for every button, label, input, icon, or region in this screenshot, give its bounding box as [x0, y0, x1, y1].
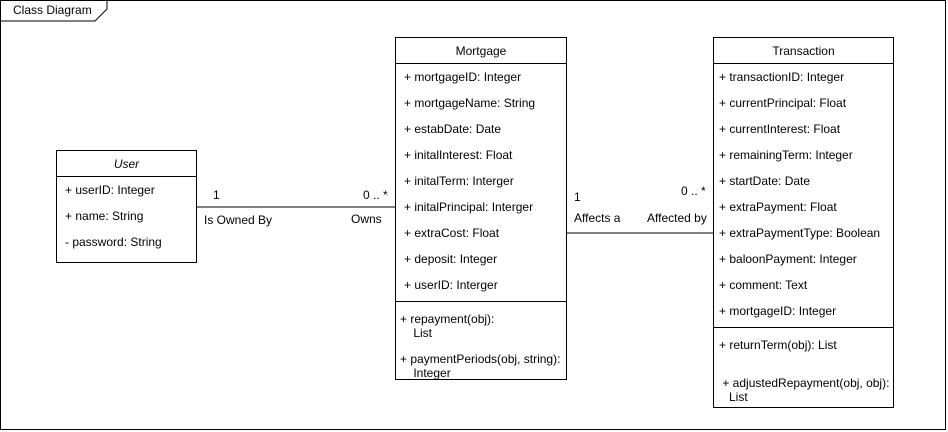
class-mortgage-attribute: + initalTerm: Interger [404, 174, 514, 188]
association-user-mortgage-source-multiplicity: 1 [213, 188, 220, 202]
class-transaction-operation: + adjustedRepayment(obj, obj): List [722, 376, 890, 404]
class-transaction-attribute: + startDate: Date [719, 174, 811, 188]
frame-title: Class Diagram [13, 3, 92, 17]
class-mortgage-attribute: + initalPrincipal: Interger [404, 200, 534, 214]
association-user-mortgage-target-multiplicity: 0 .. * [363, 188, 388, 202]
association-mortgage-transaction-target-multiplicity: 0 .. * [681, 184, 706, 198]
class-transaction-attribute: + extraPaymentType: Boolean [719, 226, 881, 240]
class-mortgage-attribute: + deposit: Integer [404, 252, 498, 266]
class-transaction-attribute: + extraPayment: Float [719, 200, 837, 214]
class-transaction-attribute: + mortgageID: Integer [719, 304, 837, 318]
association-mortgage-transaction-source-role: Affects a [574, 211, 621, 225]
association-mortgage-transaction-source-multiplicity: 1 [574, 190, 581, 204]
class-user[interactable]: User + userID: Integer + name: String - … [56, 150, 197, 263]
class-user-attribute: - password: String [65, 235, 162, 249]
class-transaction-attribute: + transactionID: Integer [719, 70, 845, 84]
class-mortgage-operation: + repayment(obj): List [400, 312, 495, 340]
class-transaction-name-separator [714, 63, 893, 64]
class-mortgage-name: Mortgage [455, 44, 507, 58]
class-mortgage[interactable]: Mortgage + mortgageID: Integer + mortgag… [395, 37, 567, 380]
class-transaction-attribute: + currentPrincipal: Float [719, 96, 847, 110]
class-transaction-name: Transaction [772, 44, 835, 58]
class-mortgage-attribute: + mortgageID: Integer [404, 70, 522, 84]
class-mortgage-attribute: + extraCost: Float [404, 226, 500, 240]
association-user-mortgage-target-role: Owns [351, 212, 382, 226]
class-mortgage-name-separator [396, 63, 566, 64]
class-transaction[interactable]: Transaction + transactionID: Integer + c… [713, 37, 894, 408]
class-transaction-operations-separator [714, 327, 893, 328]
class-user-separator [57, 176, 196, 177]
association-mortgage-transaction-target-role: Affected by [647, 211, 707, 225]
association-user-mortgage-source-role: Is Owned By [204, 213, 273, 227]
class-transaction-attribute: + currentInterest: Float [719, 122, 841, 136]
class-mortgage-attribute: + initalInterest: Float [404, 148, 513, 162]
class-mortgage-attribute: + estabDate: Date [404, 122, 502, 136]
class-mortgage-attribute: + mortgageName: String [404, 96, 536, 110]
class-mortgage-attribute: + userID: Interger [404, 278, 498, 292]
class-transaction-attribute: + baloonPayment: Integer [719, 252, 857, 266]
class-user-attribute: + name: String [65, 209, 144, 223]
class-transaction-attribute: + comment: Text [719, 278, 808, 292]
class-user-name: User [113, 157, 140, 171]
class-user-attribute: + userID: Integer [65, 183, 155, 197]
class-mortgage-operations-separator [396, 301, 566, 302]
class-transaction-operation: + returnTerm(obj): List [719, 338, 837, 352]
class-mortgage-operation: + paymentPeriods(obj, string): Integer [400, 352, 561, 380]
class-transaction-attribute: + remainingTerm: Integer [719, 148, 853, 162]
